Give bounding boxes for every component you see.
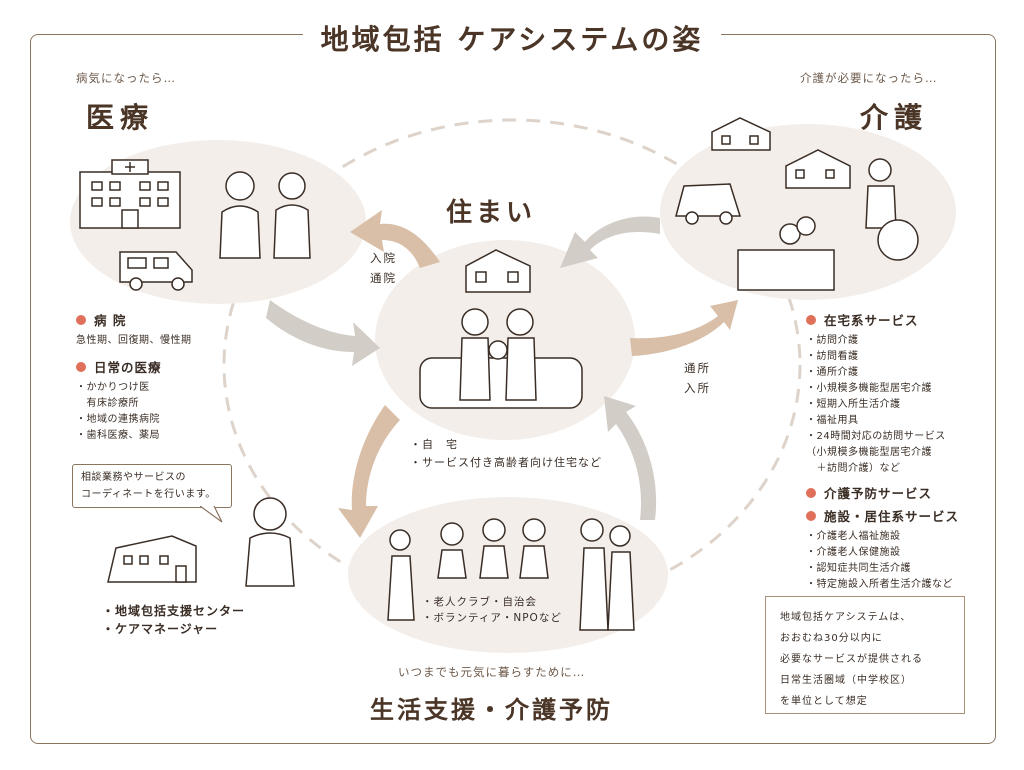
bullet-dot-icon <box>76 314 86 325</box>
arrow-to-sumai-from-iryo <box>266 300 380 366</box>
list-item: ・24時間対応の訪問サービス <box>806 431 946 442</box>
iryo-list: 病 院 急性期、回復期、慢性期 日常の医療 ・かかりつけ医 有床診療所 ・地域の… <box>76 310 192 444</box>
list-item: ＋訪問介護）など <box>806 463 901 474</box>
sumai-heading: 住まい <box>446 198 537 228</box>
bullet-dot-icon <box>806 510 816 521</box>
list-item: ・訪問介護 <box>806 335 859 346</box>
list-item: ・歯科医療、薬局 <box>76 430 160 441</box>
list-item: ・自 宅 <box>410 438 458 451</box>
arrow-label-tsusho: 通所 入所 <box>684 361 711 395</box>
ambulance-icon <box>119 251 193 291</box>
title-bar: 地域包括 ケアシステムの姿 <box>0 18 1024 58</box>
doctor-nurse-icon <box>219 171 311 259</box>
arrow-to-seikatsu <box>338 405 400 538</box>
list-item: ・ケアマネージャー <box>102 622 219 636</box>
care-van-icon <box>675 183 742 225</box>
note-box: 地域包括ケアシステムは、 おおむね30分以内に 必要なサービスが提供される 日常… <box>765 596 965 714</box>
kaigo-facility-items: ・介護老人福祉施設 ・介護老人保健施設 ・認知症共同生活介護 ・特定施設入所者生… <box>806 529 959 593</box>
list-item: ・老人クラブ・自治会 <box>422 596 537 608</box>
kaigo-cat-prevention: 介護予防サービス <box>806 483 959 502</box>
kaigo-home-items: ・訪問介護 ・訪問看護 ・通所介護 ・小規模多機能型居宅介護 ・短期入所生活介護… <box>806 333 959 477</box>
list-item: ・訪問看護 <box>806 351 859 362</box>
list-item: ・介護老人保健施設 <box>806 547 901 558</box>
callout-tail-icon <box>200 506 223 523</box>
bullet-dot-icon <box>76 361 86 372</box>
kaigo-houses-icon <box>711 117 851 189</box>
list-item: ・地域包括支援センター <box>102 604 246 618</box>
care-center-building-icon <box>107 535 197 583</box>
list-item: （小規模多機能型居宅介護 <box>806 447 932 458</box>
iryo-daily-items: ・かかりつけ医 有床診療所 ・地域の連携病院 ・歯科医療、薬局 <box>76 380 192 444</box>
seikatsu-list: ・老人クラブ・自治会 ・ボランティア・NPOなど <box>422 594 562 626</box>
kaigo-cat-home: 在宅系サービス <box>806 310 959 329</box>
list-item: ・介護老人福祉施設 <box>806 531 901 542</box>
list-item: ・特定施設入所者生活介護など <box>806 579 953 590</box>
family-sofa-icon <box>419 308 583 409</box>
consult-list: ・地域包括支援センター ・ケアマネージャー <box>102 602 245 638</box>
list-item: 有床診療所 <box>76 398 139 409</box>
arrow-label-nyuin: 入院 通院 <box>370 251 397 285</box>
bullet-dot-icon <box>806 487 816 498</box>
kaigo-cat-facility: 施設・居住系サービス <box>806 506 959 525</box>
kaigo-heading: 介護 <box>860 101 929 134</box>
iryo-lead: 病気になったら… <box>76 71 176 85</box>
seikatsu-heading: 生活支援・介護予防 <box>370 695 613 724</box>
sumai-list: ・自 宅 ・サービス付き高齢者向け住宅など <box>410 436 602 472</box>
arrow-to-iryo <box>350 210 440 268</box>
bullet-dot-icon <box>806 314 816 325</box>
list-item: ・ボランティア・NPOなど <box>422 612 562 624</box>
list-item: ・認知症共同生活介護 <box>806 563 911 574</box>
iryo-cat-hospital: 病 院 <box>76 310 192 329</box>
iryo-cat-daily: 日常の医療 <box>76 357 192 376</box>
seikatsu-lead: いつまでも元気に暮らすために… <box>398 665 586 679</box>
iryo-cat-hospital-sub: 急性期、回復期、慢性期 <box>76 335 192 346</box>
kaigo-lead: 介護が必要になったら… <box>800 71 938 85</box>
wheelchair-icon <box>865 158 919 261</box>
list-item: ・地域の連携病院 <box>76 414 160 425</box>
list-item: ・小規模多機能型居宅介護 <box>806 383 932 394</box>
kaigo-list: 在宅系サービス ・訪問介護 ・訪問看護 ・通所介護 ・小規模多機能型居宅介護 ・… <box>806 310 959 593</box>
iryo-heading: 医療 <box>86 101 155 134</box>
list-item: ・かかりつけ医 <box>76 382 150 393</box>
list-item: ・サービス付き高齢者向け住宅など <box>410 456 602 469</box>
list-item: ・短期入所生活介護 <box>806 399 901 410</box>
arrow-to-kaigo <box>630 300 738 356</box>
page-title: 地域包括 ケアシステムの姿 <box>302 18 722 58</box>
list-item: ・福祉用具 <box>806 415 859 426</box>
house-icon <box>465 249 531 293</box>
list-item: ・通所介護 <box>806 367 859 378</box>
community-people-icon <box>387 518 635 631</box>
arrow-to-sumai-from-kaigo <box>560 216 660 268</box>
arrow-to-sumai-from-seikatsu <box>604 396 657 520</box>
care-manager-icon <box>245 497 295 587</box>
consult-callout: 相談業務やサービスの コーディネートを行います。 <box>72 464 232 508</box>
bath-icon <box>737 216 835 291</box>
hospital-icon <box>79 159 181 229</box>
